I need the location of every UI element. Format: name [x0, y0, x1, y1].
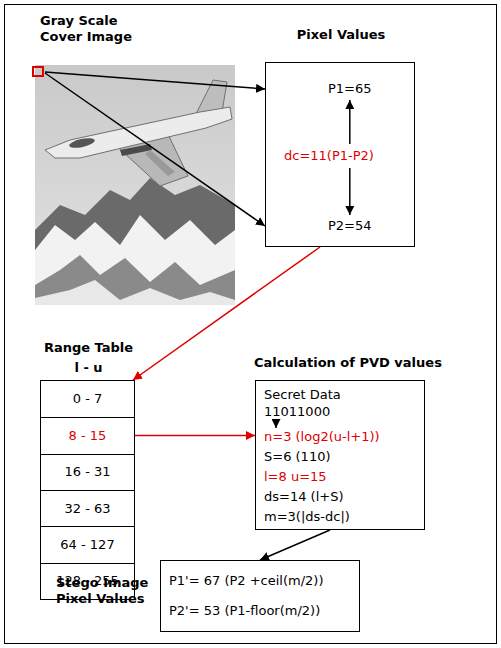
difference-arrow [349, 168, 351, 215]
formula-text: m=3(|ds-dc|) [264, 509, 350, 525]
plane-canopy [68, 136, 95, 149]
formula-text: l=8 u=15 [264, 469, 327, 485]
table-cell: 8 - 15 [69, 428, 107, 444]
range-arrow [134, 435, 255, 437]
formula-text: P2'= 53 (P1-floor(m/2)) [169, 603, 320, 619]
plane-fuselage [45, 107, 232, 158]
box-heading: Stego Image Pixel Values [56, 575, 151, 607]
formula-text: P1'= 67 (P2 +ceil(m/2)) [169, 573, 324, 589]
table-heading: Range Table [26, 340, 151, 356]
difference-arrow [349, 100, 351, 144]
snow-foreground [35, 280, 235, 305]
range-table: Range Tablel - u0 - 78 - 1516 - 3132 - 6… [40, 380, 135, 600]
image-heading: Gray Scale Cover Image [40, 13, 145, 45]
box-heading: Pixel Values [266, 27, 416, 43]
secret-bits: 11011000 [264, 404, 330, 420]
calculation-box: Calculation of PVD valuesSecret Data1101… [255, 380, 425, 530]
range-row: 64 - 127 [41, 526, 134, 562]
table-cell: 64 - 127 [60, 537, 114, 553]
formula-text: n=3 (log2(u-l+1)) [264, 429, 380, 445]
formula-text: S=6 (110) [264, 449, 331, 465]
table-cell: 0 - 7 [73, 391, 103, 407]
pixel-values-box: Pixel ValuesP1=65dc=11(P1-P2)P2=54 [265, 62, 415, 247]
table-cell: 16 - 31 [64, 464, 110, 480]
result-arrow [260, 530, 330, 560]
box-heading: Calculation of PVD values [254, 355, 442, 371]
snow-slopes [35, 215, 235, 305]
cover-image: Gray Scale Cover Image [35, 65, 235, 305]
selected-pixel-marker [33, 67, 43, 76]
table-cell: 32 - 63 [64, 501, 110, 517]
pixel-pointer [45, 72, 265, 89]
pixel-value: P2=54 [328, 218, 372, 234]
plane-missile [145, 150, 175, 176]
pixel-pointer [45, 73, 265, 226]
bits-arrow [275, 421, 277, 428]
range-row: 8 - 15 [41, 417, 134, 453]
range-row: 0 - 7 [41, 381, 134, 417]
mountain-foreground [35, 255, 235, 305]
formula-text: Secret Data [264, 387, 341, 403]
mountain-range [35, 178, 235, 305]
range-row: 16 - 31 [41, 454, 134, 490]
range-row: 32 - 63 [41, 490, 134, 526]
outer-frame [5, 5, 497, 644]
stego-pixel-box: Stego Image Pixel ValuesP1'= 67 (P2 +cei… [160, 560, 360, 632]
column-header: l - u [41, 360, 136, 376]
difference-value: dc=11(P1-P2) [284, 148, 374, 164]
formula-text: ds=14 (l+S) [264, 489, 344, 505]
pixel-value: P1=65 [328, 81, 372, 97]
